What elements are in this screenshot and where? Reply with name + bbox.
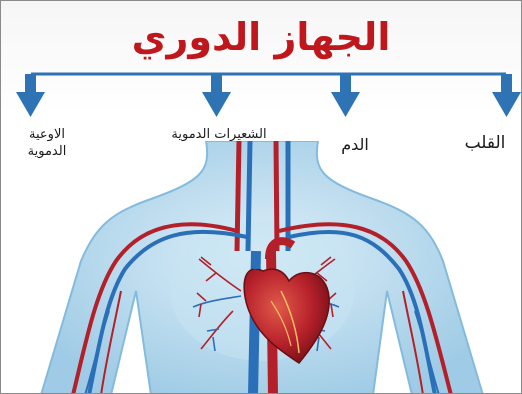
down-arrow-icon bbox=[202, 74, 231, 117]
down-arrow-icon bbox=[16, 74, 45, 117]
down-arrow-icon bbox=[331, 74, 360, 117]
down-arrow-icon bbox=[492, 74, 521, 117]
circulatory-illustration bbox=[1, 141, 522, 394]
bracket-connector bbox=[1, 1, 522, 131]
